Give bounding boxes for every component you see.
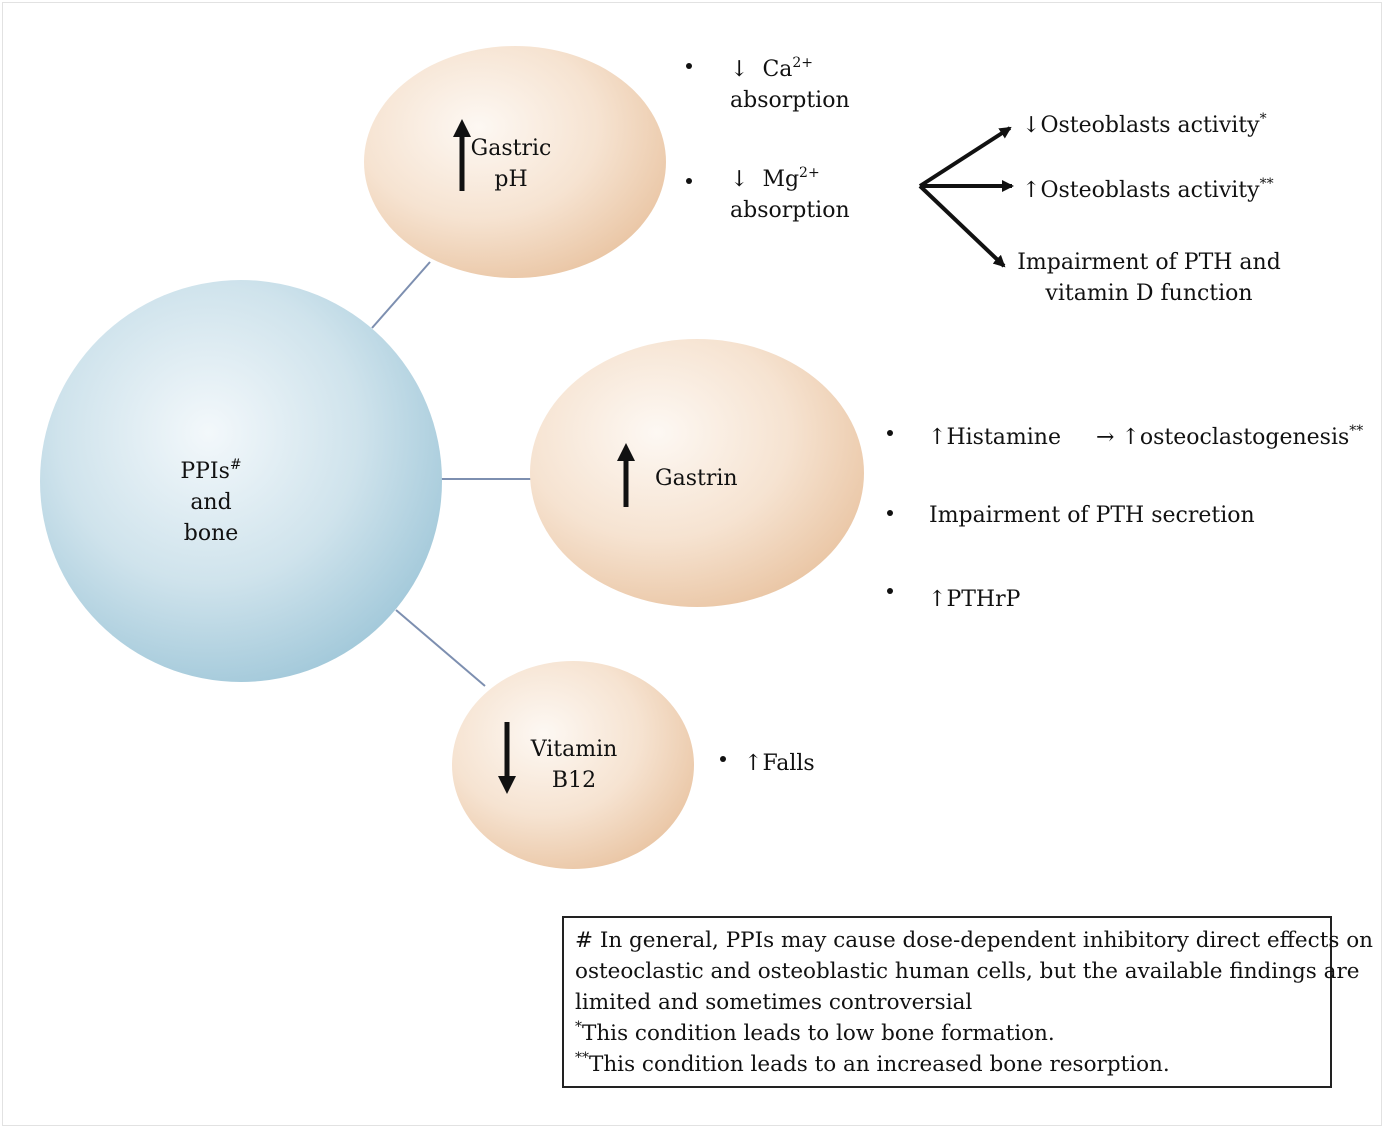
center-label-bone: bone [183,521,239,546]
outcome-osteoblasts-up: ↑Osteoblasts activity** [1022,176,1274,203]
vitamin-b12-line2: B12 [551,768,597,793]
node-gastric-ph [364,46,666,278]
gastric-ph-label: Gastric pH [466,133,556,195]
center-node-label: PPIs# and bone [161,456,261,549]
down-arrow-icon: ↓ [730,57,749,82]
mg-absorption-item: ↓ Mg2+ absorption [730,165,850,223]
footnote-line: limited and sometimes controversial [575,990,973,1015]
up-arrow-icon: ↑ [744,751,763,776]
footnote-line: *This condition leads to low bone format… [575,1019,1055,1046]
branch-arrow-pth-vitd [918,184,1006,268]
branch-arrow-osteoblasts-down [918,126,1012,188]
histamine-item: ↑Histamine [928,425,1061,450]
gastrin-label: Gastrin [655,466,738,491]
bullet [887,510,893,516]
center-node-ppis-and-bone [40,280,442,682]
footnote-line: osteoclastic and osteoblastic human cell… [575,959,1360,984]
bullet [686,178,692,184]
center-label-ppis: PPIs [180,459,230,484]
pthrp-item: ↑PTHrP [928,587,1021,612]
footnote-box: # In general, PPIs may cause dose-depend… [562,916,1373,1088]
outcome-osteoblasts-down: ↓Osteoblasts activity* [1022,111,1267,138]
gastric-ph-line1: Gastric [470,136,552,161]
center-label-and: and [190,490,232,515]
down-arrow-icon: ↓ [1022,113,1041,138]
connector-vitamin-b12 [395,609,486,687]
osteoclastogenesis-item: → ↑osteoclastogenesis** [1096,423,1364,450]
falls-item: ↑Falls [744,751,815,776]
vitamin-b12-label: Vitamin B12 [524,734,624,796]
up-arrow-icon: ↑ [928,587,947,612]
footnote-line: **This condition leads to an increased b… [575,1050,1170,1077]
gastric-ph-line2: pH [494,167,528,192]
up-arrow-icon: ↑ [928,425,947,450]
connector-gastric-ph [371,261,431,329]
pth-secretion-item: Impairment of PTH secretion [929,503,1255,528]
bullet [720,756,726,762]
bullet [887,588,893,594]
up-arrow-icon: ↑ [1022,178,1041,203]
up-arrow-icon: ↑ [1121,425,1140,450]
bullet [686,63,692,69]
ca-absorption-item: ↓ Ca2+ absorption [730,55,850,113]
outcome-pth-vitamin-d: Impairment of PTH and vitamin D function [1017,250,1281,306]
down-arrow-icon: ↓ [730,167,749,192]
right-arrow-icon: → [1096,425,1115,450]
node-vitamin-b12 [452,661,694,869]
node-gastrin [530,339,864,607]
footnote-line: # In general, PPIs may cause dose-depend… [575,928,1373,953]
vitamin-b12-line1: Vitamin [530,737,618,762]
center-label-sup: # [229,457,242,473]
bullet [887,430,893,436]
